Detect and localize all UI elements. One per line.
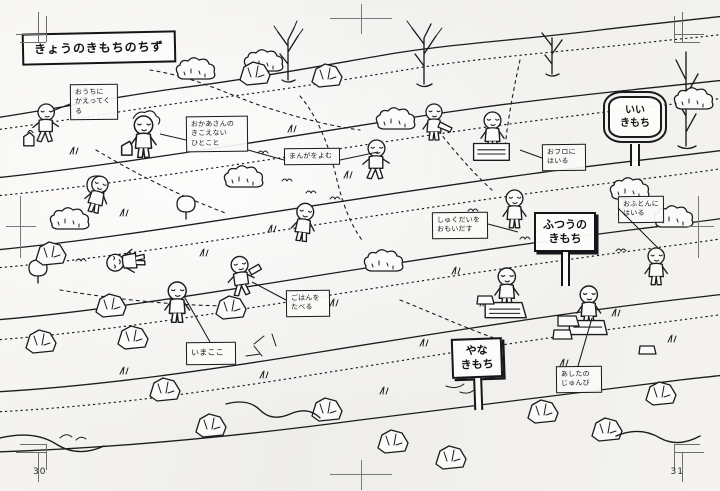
signpost-ii-post [630,144,640,166]
label-gohan: ごはんを たべる [285,289,331,318]
signpost-futsuu-label: ふつうの きもち [534,212,596,252]
page-number-left: 30 [33,467,47,477]
label-ashita: あしたの じゅんび [555,365,603,394]
label-shukudai: しゅくだいを おもいだす [431,211,489,240]
signpost-futsuu-no-kimochi: ふつうの きもち [534,212,596,286]
label-manga: まんがをよむ [283,147,341,166]
label-ofuro: おフロに はいる [541,143,587,172]
signpost-yana-kimochi: やな きもち [450,337,504,410]
label-okaasan: おかあさんの きこえない ひとこと [185,115,249,153]
signpost-yana-label: やな きもち [450,337,504,379]
signpost-ii-label: いい きもち [603,91,667,143]
signpost-futsuu-post [560,251,570,286]
label-imakoko: いまここ [185,341,237,366]
label-ofuton: おふとんに はいる [617,195,665,224]
label-kaette: おうちに かえってくる [69,83,119,121]
signpost-yana-post [473,377,484,410]
page-number-right: 31 [670,467,684,477]
signpost-ii-kimochi: いい きもち [603,91,667,166]
page-title: きょうのきもちのちず [21,30,176,66]
